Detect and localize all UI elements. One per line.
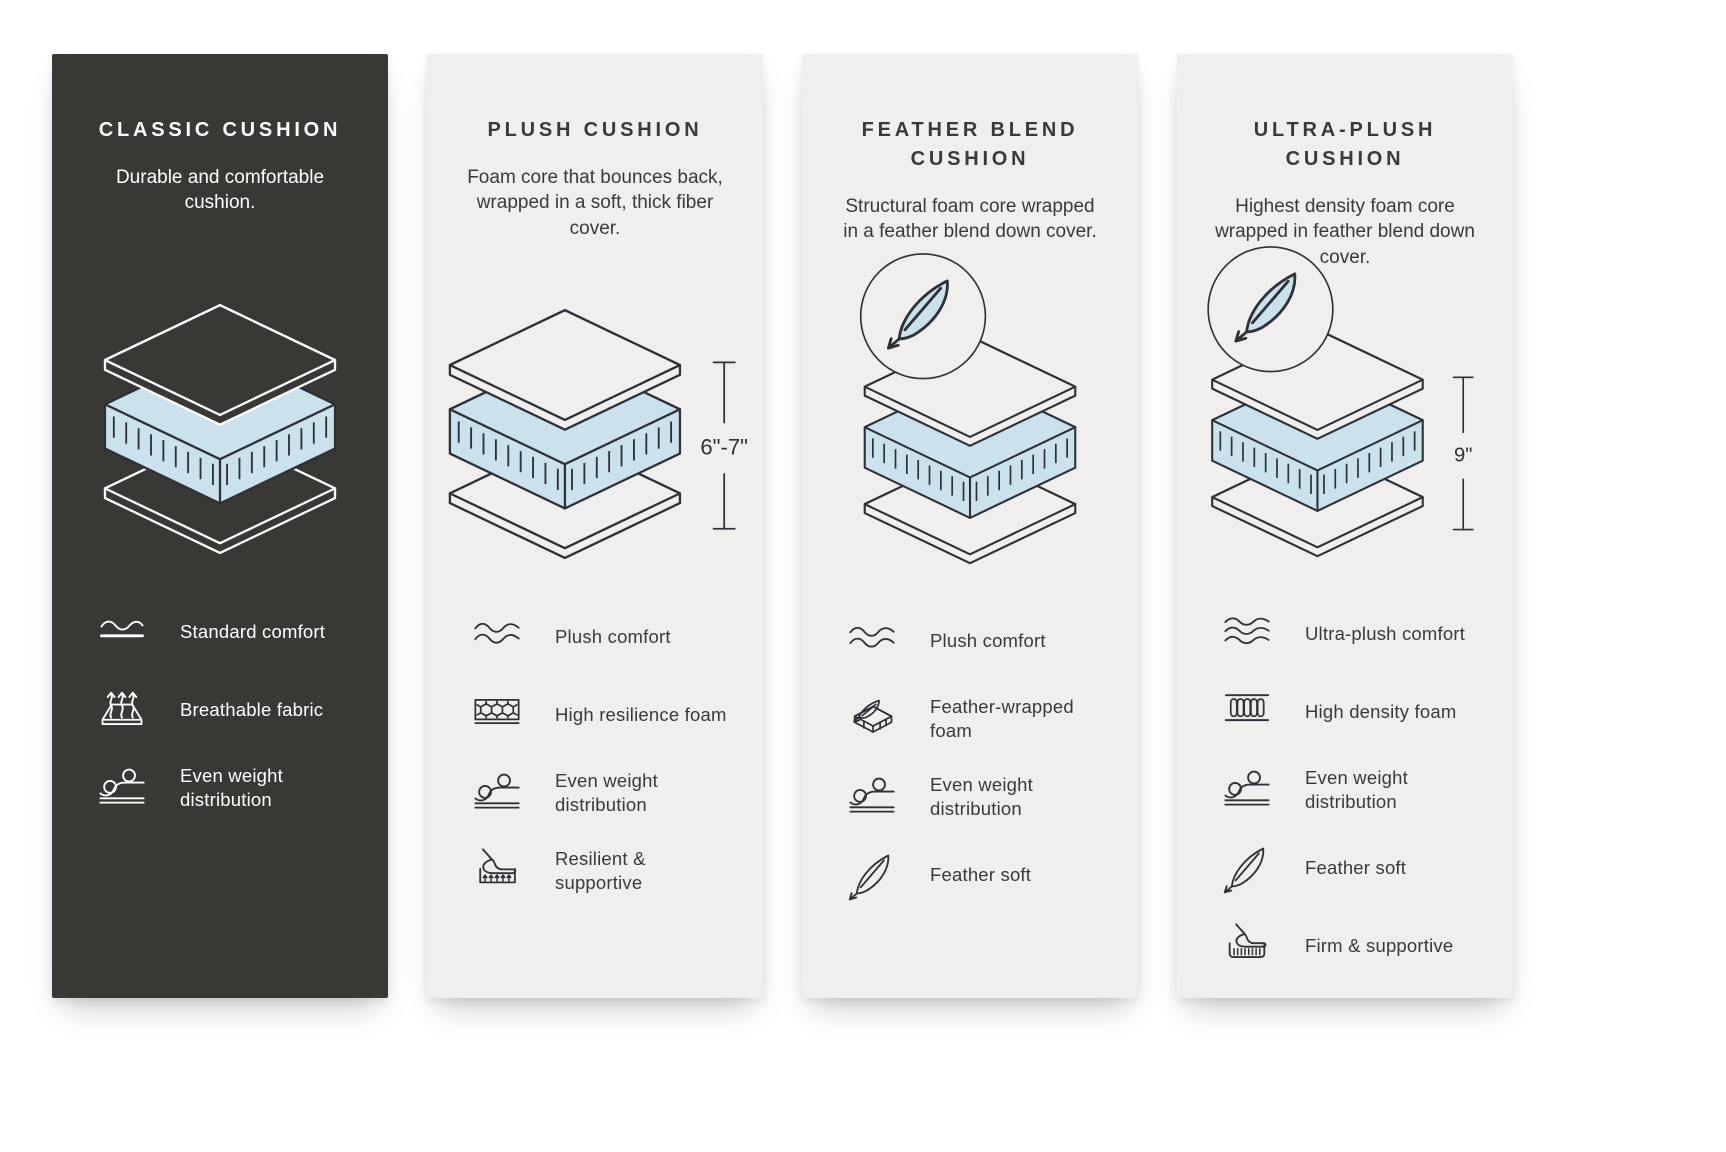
feature-row: Even weight distribution xyxy=(471,767,763,819)
card-description: Highest density foam core wrapped in fea… xyxy=(1215,196,1475,268)
feature-row: Standard comfort xyxy=(96,606,388,658)
cushion-comparison-board: CLASSIC CUSHION Durable and comfortable … xyxy=(52,54,1513,998)
feature-label: Even weight distribution xyxy=(555,770,658,816)
card-description: Structural foam core wrapped in a feathe… xyxy=(843,196,1097,243)
card-plush-cushion: PLUSH CUSHION Foam core that bounces bac… xyxy=(427,54,763,998)
feather-badge-icon xyxy=(1208,247,1333,372)
feather-icon xyxy=(1221,842,1273,894)
layer-stack-icon xyxy=(448,309,682,560)
feature-row: Feather soft xyxy=(846,849,1138,901)
feature-label: Breathable fabric xyxy=(180,698,324,720)
wave-double-icon xyxy=(846,615,898,667)
card-description: Foam core that bounces back, wrapped in … xyxy=(467,167,723,239)
feature-label: Plush comfort xyxy=(555,626,671,648)
breathable-icon xyxy=(96,684,148,736)
feature-row: High resilience foam xyxy=(471,689,763,741)
card-ultra-plush-cushion: ULTRA-PLUSH CUSHION Highest density foam… xyxy=(1177,54,1513,998)
feature-label: Resilient & supportive xyxy=(555,848,646,894)
cushion-layers-diagram: 9" xyxy=(1177,238,1513,570)
feature-row: Feather-wrapped foam xyxy=(846,693,1138,745)
feather-icon xyxy=(846,849,898,901)
feature-label: Even weight distribution xyxy=(180,764,283,810)
feature-row: Ultra-plush comfort xyxy=(1221,608,1513,660)
honeycomb-foam-icon xyxy=(471,689,523,741)
weight-distribution-icon xyxy=(1221,764,1273,816)
card-classic-cushion: CLASSIC CUSHION Durable and comfortable … xyxy=(52,54,388,998)
feature-row: Even weight distribution xyxy=(846,771,1138,823)
feather-badge-icon xyxy=(861,254,986,379)
card-description: Durable and comfortable cushion. xyxy=(115,167,325,214)
feature-list: Standard comfort Breathable fabric Even … xyxy=(52,606,388,840)
feature-row: Firm & supportive xyxy=(1221,920,1513,972)
feature-row: Feather soft xyxy=(1221,842,1513,894)
feature-label: Feather soft xyxy=(1305,856,1407,878)
weight-distribution-icon xyxy=(96,762,148,814)
height-dimension: 6"-7" xyxy=(700,361,748,531)
feature-row: Even weight distribution xyxy=(1221,764,1513,816)
card-header: CLASSIC CUSHION Durable and comfortable … xyxy=(52,54,388,236)
resilient-supportive-icon xyxy=(471,845,523,897)
feature-row: Plush comfort xyxy=(471,611,763,663)
firm-supportive-icon xyxy=(1221,920,1273,972)
feature-list: Plush comfort High resilience foam Even … xyxy=(427,611,763,923)
feature-label: Standard comfort xyxy=(180,620,326,642)
feature-label: Even weight distribution xyxy=(1305,766,1408,812)
feature-label: High resilience foam xyxy=(555,704,727,726)
card-header: PLUSH CUSHION Foam core that bounces bac… xyxy=(427,54,763,241)
high-density-foam-icon xyxy=(1221,686,1273,738)
feature-row: Breathable fabric xyxy=(96,684,388,736)
card-header: ULTRA-PLUSH CUSHION Highest density foam… xyxy=(1177,54,1513,268)
feature-list: Plush comfort Feather-wrapped foam Even … xyxy=(802,615,1138,927)
height-dimension: 9" xyxy=(1452,376,1474,531)
wave-double-icon xyxy=(471,611,523,663)
card-title: PLUSH CUSHION xyxy=(487,119,703,141)
feature-label: Ultra-plush comfort xyxy=(1305,622,1466,644)
cushion-layers-diagram xyxy=(802,245,1138,577)
wave-single-icon xyxy=(96,606,148,658)
feature-label: Even weight distribution xyxy=(930,773,1033,819)
dimension-label: 6"-7" xyxy=(700,435,748,460)
cushion-layers-diagram: 6"-7" xyxy=(427,241,763,573)
feather-wrapped-foam-icon xyxy=(846,693,898,745)
feature-list: Ultra-plush comfort High density foam Ev… xyxy=(1177,608,1513,998)
feature-label: Feather-wrapped foam xyxy=(930,695,1074,741)
card-title: FEATHER BLEND CUSHION xyxy=(861,119,1079,170)
feature-label: Plush comfort xyxy=(930,629,1046,651)
card-header: FEATHER BLEND CUSHION Structural foam co… xyxy=(802,54,1138,245)
feature-label: Firm & supportive xyxy=(1305,934,1454,956)
feature-label: High density foam xyxy=(1305,700,1457,722)
feature-row: Even weight distribution xyxy=(96,762,388,814)
card-feather-blend-cushion: FEATHER BLEND CUSHION Structural foam co… xyxy=(802,54,1138,998)
dimension-label: 9" xyxy=(1454,444,1472,466)
layer-stack-illustration: 9" xyxy=(1177,238,1474,558)
wave-triple-icon xyxy=(1221,608,1273,660)
feature-label: Feather soft xyxy=(930,863,1032,885)
feature-row: Plush comfort xyxy=(846,615,1138,667)
layer-stack-icon xyxy=(103,304,337,555)
layer-stack-illustration xyxy=(802,245,1077,565)
card-title: CLASSIC CUSHION xyxy=(98,119,342,141)
layer-stack-illustration xyxy=(103,304,337,555)
feature-row: Resilient & supportive xyxy=(471,845,763,897)
weight-distribution-icon xyxy=(846,771,898,823)
card-title: ULTRA-PLUSH CUSHION xyxy=(1253,119,1437,170)
feature-row: High density foam xyxy=(1221,686,1513,738)
layer-stack-illustration: 6"-7" xyxy=(448,309,748,560)
weight-distribution-icon xyxy=(471,767,523,819)
cushion-layers-diagram xyxy=(52,236,388,568)
